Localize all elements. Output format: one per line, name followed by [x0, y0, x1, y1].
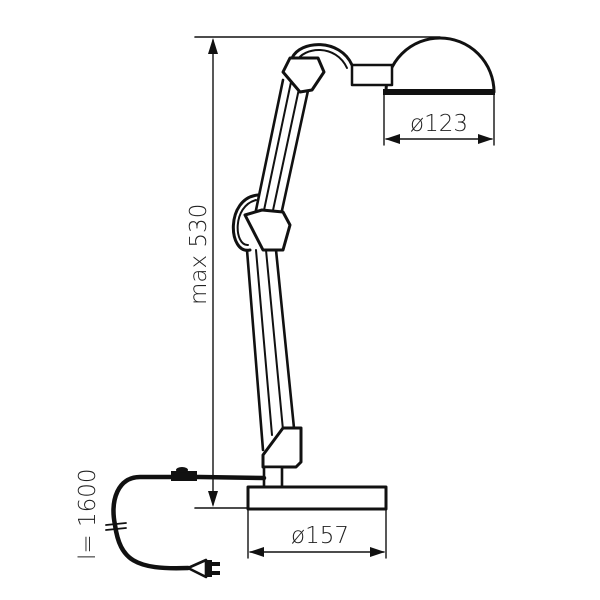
- shade-diameter-label: ø123: [410, 111, 468, 137]
- upper-arm: [253, 78, 311, 217]
- lamp-shade: [383, 36, 496, 95]
- lower-arm: [245, 248, 296, 452]
- power-cable: [105, 467, 267, 579]
- height-label: max 530: [186, 204, 212, 305]
- base-diameter-dimension: ø157: [247, 508, 387, 559]
- cable-length-label: l= 1600: [75, 468, 101, 560]
- middle-joint: [231, 193, 292, 252]
- shade-diameter-dimension: ø123: [383, 94, 495, 146]
- base-diameter-label: ø157: [291, 523, 349, 549]
- height-dimension: max 530: [186, 36, 441, 509]
- plug: [186, 558, 208, 579]
- lamp-base: [246, 485, 388, 511]
- lower-joint: [261, 426, 303, 469]
- top-joint: [281, 56, 326, 94]
- inline-switch: [171, 471, 197, 481]
- base-post: [262, 465, 284, 489]
